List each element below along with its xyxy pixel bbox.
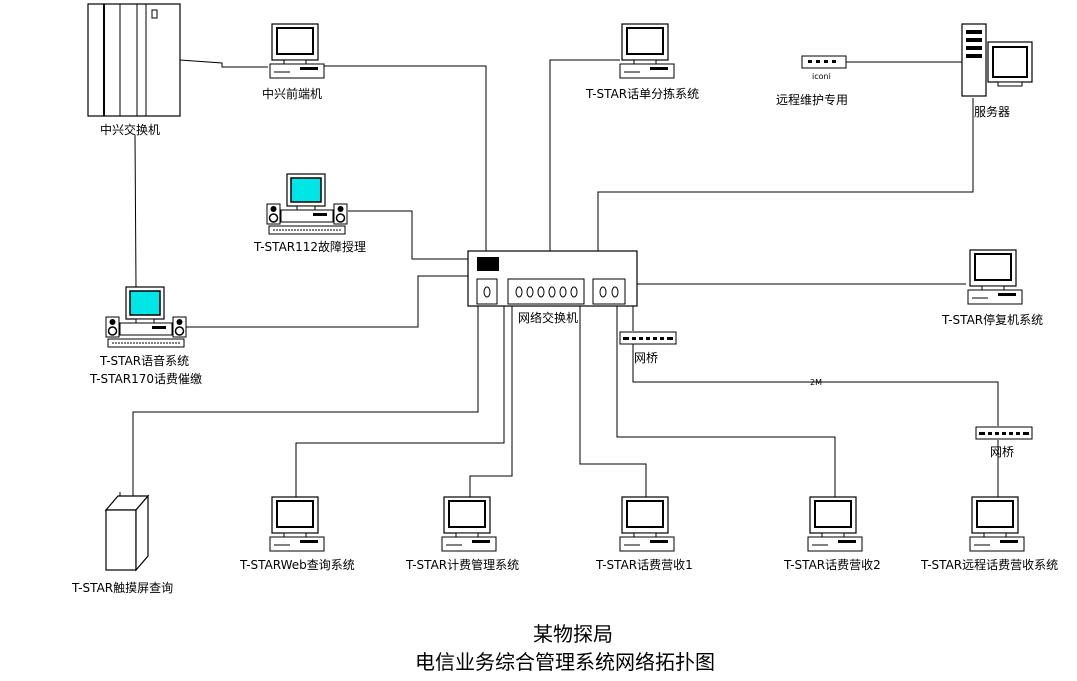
- label-voice-2: T-STAR170话费催缴: [89, 371, 202, 386]
- zte-frontend-pc-icon: [269, 23, 325, 79]
- web-query-pc-icon: [269, 496, 325, 552]
- modem-icon: iconi: [801, 55, 847, 81]
- label-zte-switch: 中兴交换机: [100, 122, 160, 137]
- network-switch-icon: [467, 250, 638, 307]
- label-bridge-2: 网桥: [990, 445, 1014, 459]
- server-icon: [961, 23, 1033, 97]
- label-server: 服务器: [974, 104, 1010, 119]
- bridge-1-icon: [619, 331, 677, 345]
- touch-kiosk-icon: [104, 492, 150, 572]
- label-bridge-1: 网桥: [634, 351, 658, 365]
- title-line-1: 某物探局: [533, 622, 613, 646]
- zte-switch-cabinet-icon: [87, 3, 181, 117]
- remote-fee-pc-icon: [969, 496, 1025, 552]
- label-2m: 2M: [810, 378, 822, 387]
- connection-lines: [132, 59, 999, 497]
- label-fee-2: T-STAR话费营收2: [783, 558, 881, 572]
- stop-resume-pc-icon: [967, 249, 1023, 305]
- voice-system-pc-icon: [105, 286, 187, 348]
- label-fault-112: T-STAR112故障授理: [253, 239, 366, 254]
- label-remote-fee: T-STAR远程话费营收系统: [920, 557, 1058, 572]
- label-stop-resume: T-STAR停复机系统: [941, 312, 1043, 327]
- label-touch: T-STAR触摸屏查询: [71, 581, 173, 595]
- label-zte-frontend: 中兴前端机: [262, 86, 322, 101]
- label-remote-maint: 远程维护专用: [776, 92, 848, 107]
- label-billing-mgmt: T-STAR计费管理系统: [405, 557, 519, 572]
- fault-112-pc-icon: [266, 173, 348, 235]
- fee-1-pc-icon: [619, 496, 675, 552]
- label-bill-sort: T-STAR话单分拣系统: [585, 86, 699, 101]
- label-web-query: T-STARWeb查询系统: [239, 558, 355, 572]
- label-voice-1: T-STAR语音系统: [99, 353, 189, 368]
- fee-2-pc-icon: [807, 496, 863, 552]
- title-line-2: 电信业务综合管理系统网络拓扑图: [415, 650, 715, 674]
- bridge-2-icon: [975, 426, 1033, 440]
- label-network-switch: 网络交换机: [518, 310, 578, 325]
- label-fee-1: T-STAR话费营收1: [595, 558, 693, 572]
- modem-brand-text: iconi: [812, 72, 831, 81]
- bill-sort-pc-icon: [619, 23, 675, 79]
- billing-mgmt-pc-icon: [441, 496, 497, 552]
